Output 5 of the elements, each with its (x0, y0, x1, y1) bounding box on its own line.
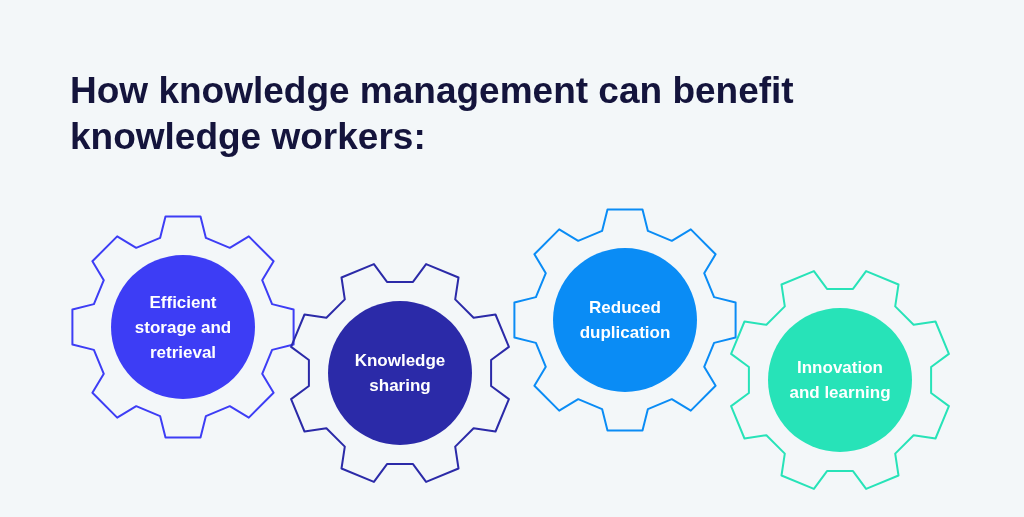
benefit-label: Knowledge sharing (353, 350, 447, 397)
benefit-label: Efficient storage and retrieval (133, 291, 233, 364)
benefit-label: Reduced duplication (578, 297, 672, 344)
title: How knowledge management can benefit knowledge workers: (70, 69, 795, 159)
benefit-label: Innovation and learning (788, 357, 892, 404)
